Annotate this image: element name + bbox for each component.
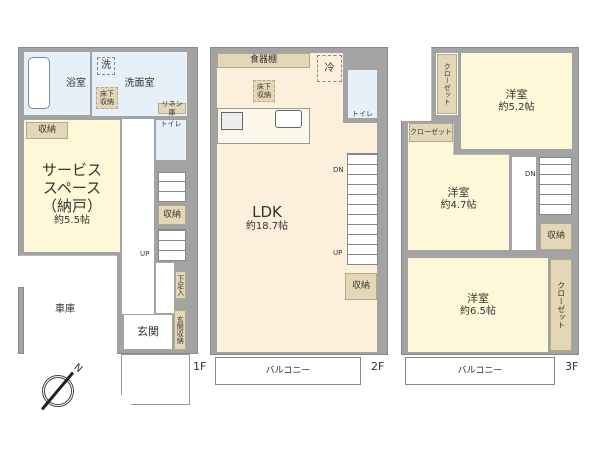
up-label: UP (140, 250, 150, 258)
toilet-2f: トイレ (348, 70, 377, 118)
room-label: 洋室 (505, 88, 528, 102)
cupboard: 食器棚 (217, 53, 310, 68)
storage-3f: 収納 (540, 223, 572, 250)
bathtub-icon (28, 57, 50, 109)
cupboard-label: 食器棚 (249, 55, 277, 66)
storage-label: 収納 (351, 281, 370, 292)
washer-label: 洗 (101, 60, 111, 71)
ldk-label: LDK (252, 202, 282, 221)
fridge-label: 冷 (324, 62, 335, 74)
washroom-label: 洗面室 (124, 78, 155, 89)
shoe-label: 下足入 (176, 274, 185, 296)
storage-1f-b: 収納 (158, 205, 186, 225)
linen-closet: リネン庫 (158, 100, 186, 117)
storage-label: 収納 (37, 125, 56, 136)
service-space-size: 約5.5帖 (54, 215, 90, 226)
room-5-2: 洋室約5.2帖 (461, 53, 572, 149)
entrance-label: 玄関 (137, 325, 159, 339)
underfloor-label: 床下収納 (257, 82, 271, 99)
underfloor-storage-2f: 床下収納 (253, 80, 275, 102)
bathroom-label: 浴室 (66, 77, 86, 89)
room-size: 約6.5帖 (460, 305, 496, 317)
storage-1f-a: 収納 (26, 122, 68, 139)
garage-wall (18, 287, 24, 354)
compass-icon (42, 375, 74, 407)
storage-label: 収納 (162, 209, 181, 220)
entrance: 玄関 (124, 315, 172, 349)
floor2-label: 2F (371, 360, 385, 373)
garage-label: 車庫 (55, 304, 75, 315)
room-size: 約4.7帖 (440, 199, 477, 211)
closet-label: クローゼット (410, 128, 452, 137)
toilet-label: トイレ (352, 109, 373, 118)
closet-label: クローゼット (443, 63, 452, 105)
washer-space: 洗 (97, 57, 115, 75)
closet-3f-b: クローゼット (409, 123, 453, 142)
stairs-3f (539, 157, 572, 215)
entrance-storage-label: 玄関収納 (176, 316, 185, 344)
dn-label: DN (525, 170, 536, 178)
closet-3f-a-box: クローゼット (437, 54, 457, 114)
service-space: サービス スペース （納戸）約5.5帖 (24, 120, 120, 252)
toilet-label: トイレ (160, 120, 182, 128)
closet-3f-c: クローゼット (550, 259, 572, 351)
service-space-label: サービス スペース （納戸） (41, 161, 102, 215)
sink-icon (275, 110, 302, 128)
storage-label: 収納 (546, 231, 565, 242)
storage-2f: 収納 (345, 273, 377, 300)
room-6-5: 洋室約6.5帖 (408, 258, 548, 352)
linen-label: リネン庫 (161, 100, 183, 117)
shoe-cabinet: 下足入 (175, 271, 186, 299)
fridge-space: 冷 (317, 55, 342, 82)
up-label: UP (333, 249, 343, 257)
room-label: 洋室 (447, 186, 470, 200)
underfloor-storage: 床下収納 (96, 87, 118, 109)
ldk-size: 約18.7帖 (245, 220, 289, 232)
porch (121, 354, 190, 405)
stairs-2f (347, 153, 378, 265)
floor1-label: 1F (193, 360, 207, 373)
hall-lower (156, 263, 174, 313)
floor3-label: 3F (565, 360, 579, 373)
closet-label: クローゼット (556, 281, 566, 329)
room-size: 約5.2帖 (498, 101, 535, 113)
stove-icon (221, 112, 243, 130)
stairs-1f-a (158, 172, 186, 202)
toilet-1f: トイレ (156, 120, 186, 160)
entrance-storage: 玄関収納 (174, 310, 186, 350)
underfloor-label: 床下収納 (100, 89, 114, 106)
balcony-2f: バルコニー (215, 357, 361, 385)
hallway-3f (512, 157, 536, 250)
balcony-label: バルコニー (457, 365, 503, 376)
balcony-3f: バルコニー (405, 357, 555, 385)
hallway-1f (122, 119, 154, 314)
balcony-label: バルコニー (265, 365, 311, 376)
room-label: 洋室 (467, 292, 489, 306)
stairs-1f-b (158, 229, 186, 261)
dn-label: DN (333, 166, 344, 174)
